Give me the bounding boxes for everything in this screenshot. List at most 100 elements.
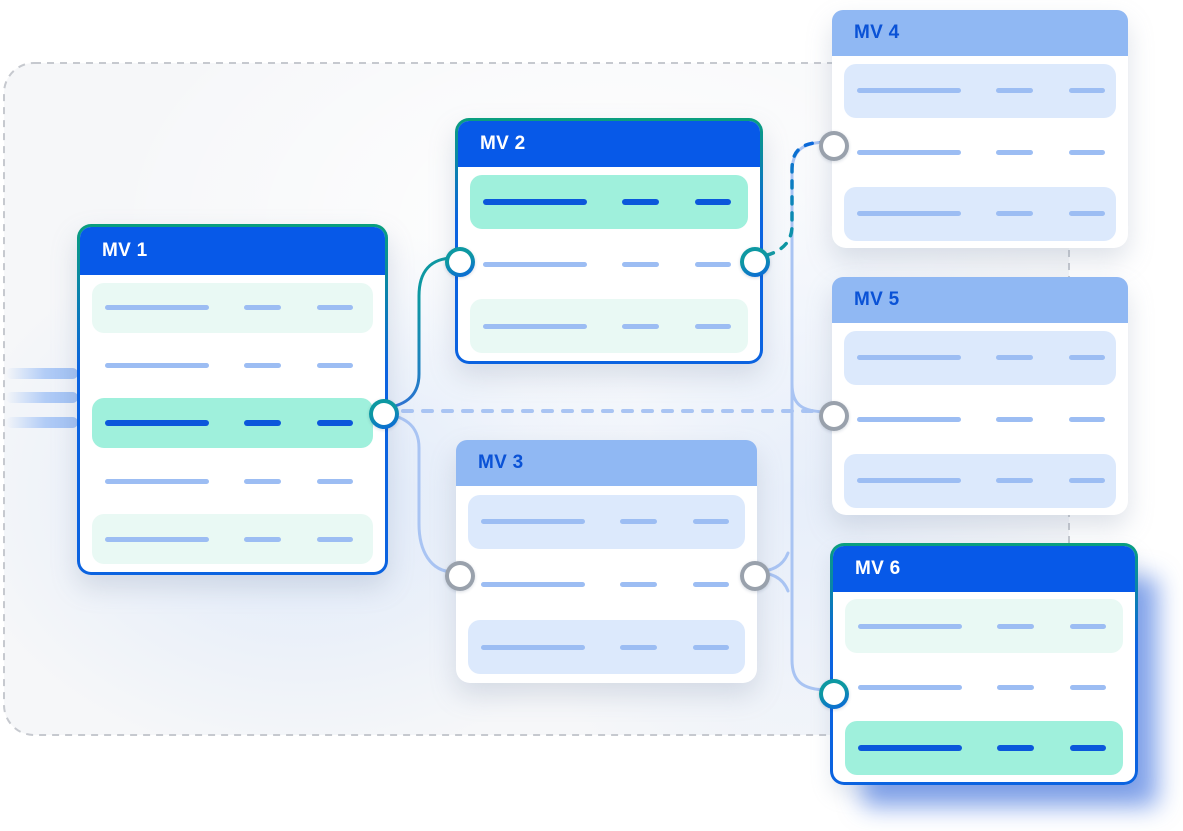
field-placeholder-line [620,582,657,587]
table-row [844,63,1116,118]
field-placeholder-line [244,363,281,369]
table-row [92,456,373,506]
field-placeholder-line [481,582,585,587]
port-mv3-right[interactable] [740,561,770,591]
field-placeholder-line [997,623,1034,629]
field-placeholder-line [620,644,657,650]
field-placeholder-line [695,261,731,267]
port-mv6-left[interactable] [819,679,849,709]
field-placeholder-line [1070,623,1106,629]
input-stream-bar [6,417,78,428]
table-row [845,721,1123,775]
node-mv4-rows [832,56,1128,248]
field-placeholder-line [857,149,961,155]
field-placeholder-line [317,478,353,484]
field-placeholder-line [695,323,731,329]
node-mv6[interactable]: MV 6 [830,543,1138,785]
wire-mv1-mv2 [379,256,456,411]
node-mv5[interactable]: MV 5 [832,277,1128,515]
field-placeholder-line [1069,355,1105,360]
field-placeholder-line [1069,88,1105,93]
field-placeholder-line [997,684,1034,690]
port-mv1-right[interactable] [369,399,399,429]
field-placeholder-line [622,199,659,205]
node-mv5-title-bar: MV 5 [832,277,1128,323]
port-mv3-left[interactable] [445,561,475,591]
field-placeholder-line [105,478,209,484]
node-mv4[interactable]: MV 4 [832,10,1128,248]
table-row [92,514,373,565]
field-placeholder-line [996,355,1033,360]
field-placeholder-line [996,88,1033,93]
field-placeholder-line [105,305,209,311]
table-row [470,299,748,353]
wire-mv1-mv3 [379,411,456,574]
table-row [845,599,1123,653]
field-placeholder-line [105,420,209,427]
field-placeholder-line [317,305,353,311]
field-placeholder-line [1069,416,1105,422]
port-mv4-left[interactable] [819,131,849,161]
field-placeholder-line [1069,478,1105,483]
node-mv3[interactable]: MV 3 [456,440,757,683]
field-placeholder-line [1069,149,1105,155]
node-mv1-title: MV 1 [102,240,148,261]
node-mv4-title: MV 4 [854,22,900,43]
field-placeholder-line [620,519,657,525]
field-placeholder-line [317,536,353,542]
field-placeholder-line [857,355,961,360]
field-placeholder-line [244,420,281,427]
node-mv1[interactable]: MV 1 [77,224,388,575]
node-mv5-rows [832,323,1128,515]
field-placeholder-line [481,644,585,650]
table-row [468,494,745,549]
table-row [844,125,1116,179]
table-row [468,620,745,675]
field-placeholder-line [483,323,587,329]
port-mv5-left[interactable] [819,401,849,431]
field-placeholder-line [695,199,731,205]
field-placeholder-line [244,305,281,311]
table-row [470,237,748,291]
table-row [468,558,745,612]
table-row [844,186,1116,241]
field-placeholder-line [1070,745,1106,751]
node-mv2-title: MV 2 [480,133,526,154]
field-placeholder-line [858,684,962,690]
field-placeholder-line [1069,211,1105,216]
table-row [845,660,1123,714]
node-mv3-title: MV 3 [478,452,524,473]
node-mv3-rows [456,486,757,683]
field-placeholder-line [317,420,353,427]
field-placeholder-line [996,478,1033,483]
field-placeholder-line [244,478,281,484]
field-placeholder-line [105,536,209,542]
node-mv5-title: MV 5 [854,289,900,310]
field-placeholder-line [996,211,1033,216]
table-row [844,453,1116,508]
field-placeholder-line [858,745,962,751]
table-row [92,398,373,449]
table-row [92,282,373,333]
port-mv2-right[interactable] [740,247,770,277]
field-placeholder-line [317,363,353,369]
field-placeholder-line [105,363,209,369]
field-placeholder-line [858,623,962,629]
table-row [470,175,748,229]
wire-branch-mv5 [790,382,830,414]
node-mv2[interactable]: MV 2 [455,118,763,364]
field-placeholder-line [996,149,1033,155]
field-placeholder-line [483,261,587,267]
field-placeholder-line [244,536,281,542]
node-mv2-title-bar: MV 2 [458,121,760,167]
wire-mv2-mv4 [749,140,830,260]
port-mv2-left[interactable] [445,247,475,277]
field-placeholder-line [693,644,729,650]
field-placeholder-line [481,519,585,525]
node-mv1-title-bar: MV 1 [80,227,385,275]
field-placeholder-line [1070,684,1106,690]
node-mv6-title: MV 6 [855,558,901,579]
field-placeholder-line [857,478,961,483]
node-mv6-rows [833,592,1135,782]
field-placeholder-line [857,211,961,216]
